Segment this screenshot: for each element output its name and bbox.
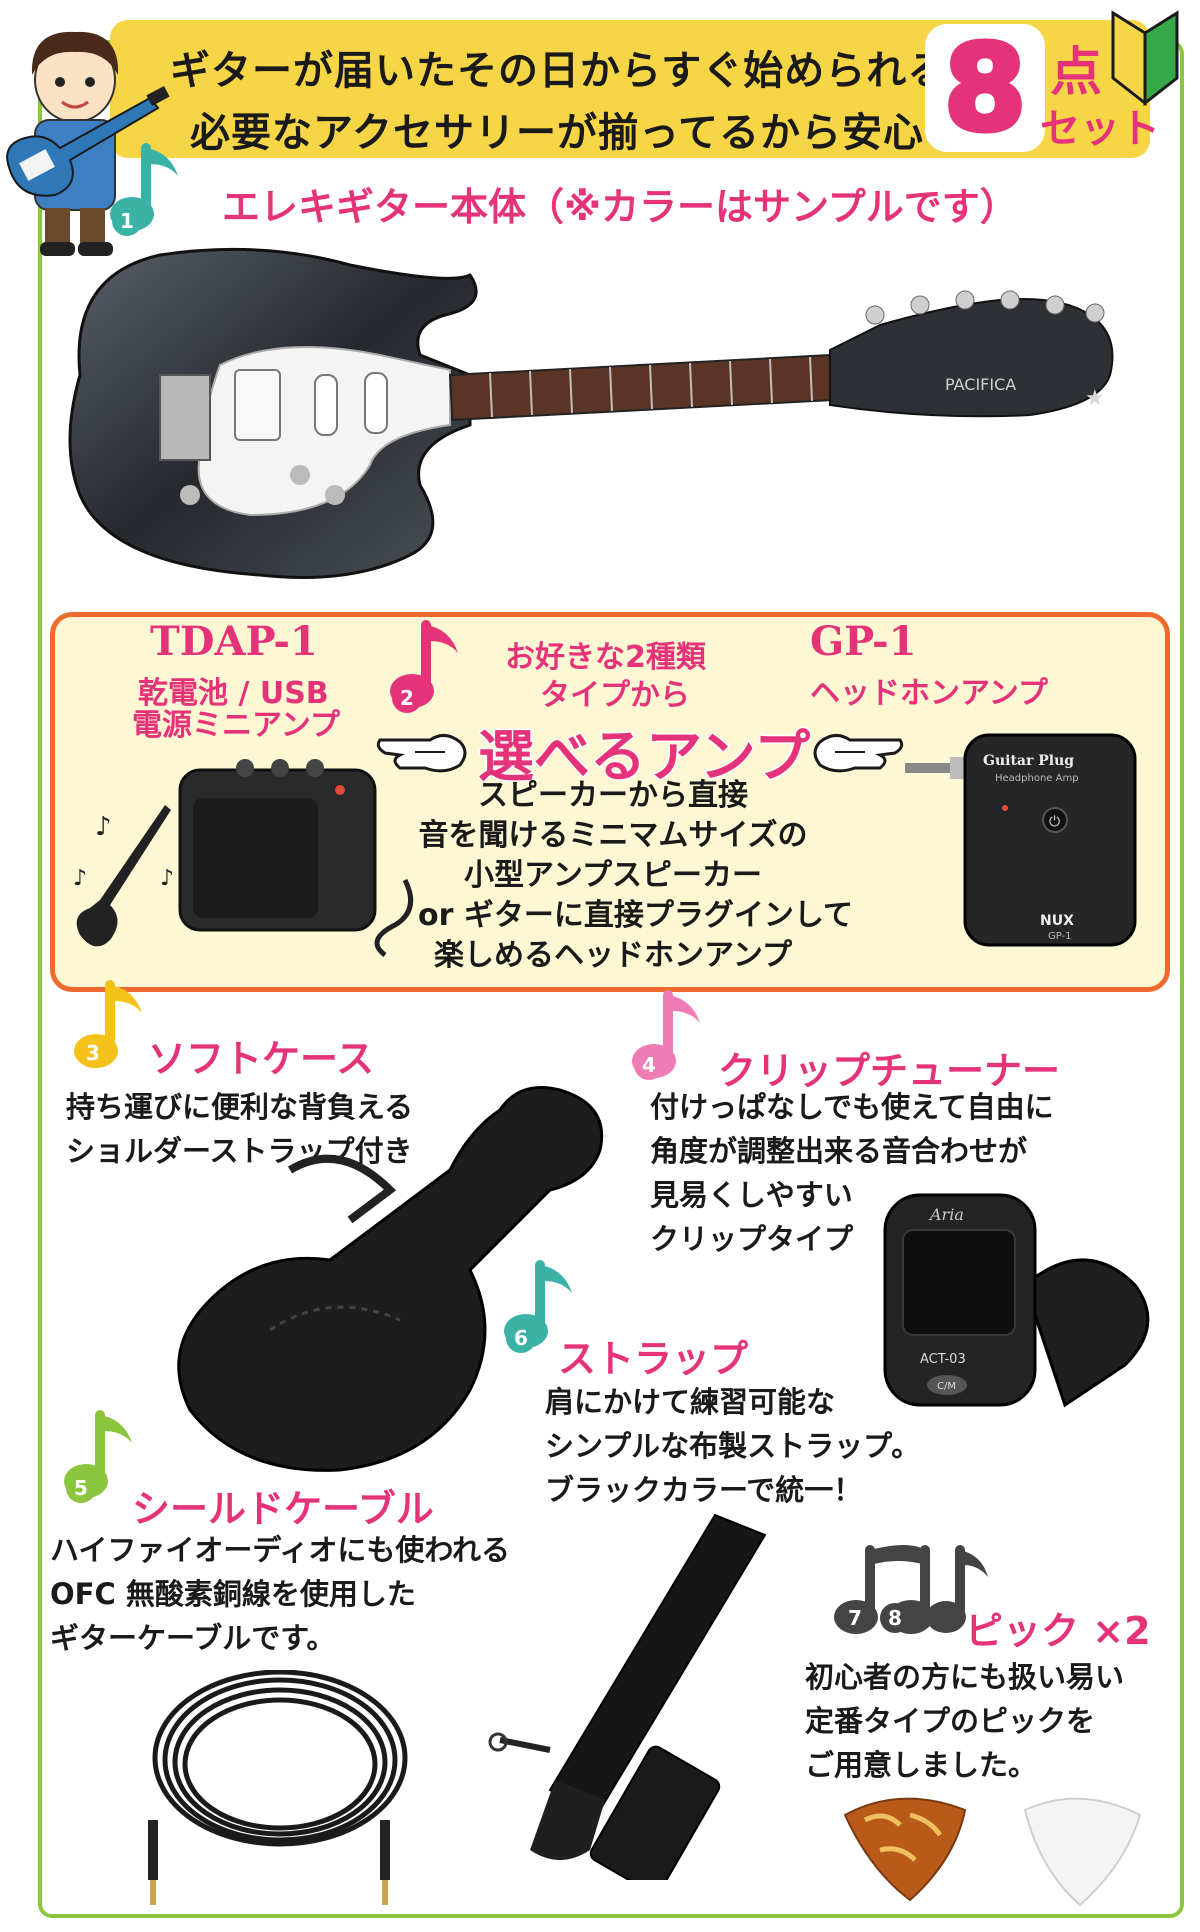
- svg-text:♪: ♪: [160, 866, 174, 891]
- amp-desc-2: 音を聞けるミニマムサイズの: [418, 818, 808, 853]
- device-maker: NUX: [1040, 913, 1074, 929]
- strap-desc-3: ブラックカラーで統一！: [545, 1473, 863, 1507]
- clip-tuner-image: Aria ACT-03 C/M: [883, 1193, 1150, 1408]
- svg-text:♪: ♪: [95, 812, 112, 842]
- pick-desc-2: 定番タイプのピックを: [805, 1704, 1096, 1738]
- right-amp-model: GP-1: [810, 618, 917, 665]
- strap-title: ストラップ: [558, 1337, 749, 1381]
- cable-desc-1: ハイファイオーディオにも使われる: [50, 1533, 510, 1567]
- tuner-brand: Aria: [928, 1205, 964, 1224]
- guitar-body-label: PACIFICA: [945, 375, 1016, 394]
- tuner-desc-4: クリップタイプ: [650, 1222, 854, 1256]
- item-number-badge: 1: [112, 206, 142, 236]
- svg-text:★: ★: [1085, 386, 1105, 411]
- set-unit-label: 点: [1050, 43, 1103, 103]
- cable-title: シールドケーブル: [132, 1487, 434, 1531]
- amp-desc-3: 小型アンプスピーカー: [464, 858, 762, 893]
- amp-desc-5: 楽しめるヘッドホンアンプ: [434, 938, 792, 973]
- banner-line-1: ギターが届いたその日からすぐ始められる: [170, 48, 949, 94]
- softcase-desc-1: 持ち運びに便利な背負える: [66, 1090, 414, 1124]
- softcase-title: ソフトケース: [148, 1037, 375, 1081]
- tuner-desc-1: 付けっぱなしでも使えて自由に: [650, 1090, 1054, 1124]
- set-count: 8: [925, 21, 1045, 155]
- svg-text:⏻: ⏻: [1049, 814, 1060, 830]
- amp-intro-1: お好きな2種類: [505, 640, 706, 675]
- soft-case-image: [177, 1086, 604, 1472]
- pick-desc-1: 初心者の方にも扱い易い: [805, 1660, 1125, 1694]
- item-number-badge: 8: [880, 1603, 910, 1633]
- tuner-title: クリップチューナー: [718, 1049, 1061, 1093]
- device-brand: Guitar Plug: [983, 753, 1074, 769]
- device-model: GP-1: [1048, 931, 1072, 942]
- item-number-badge: 5: [66, 1473, 96, 1503]
- beginner-mark-icon: [1111, 10, 1179, 107]
- amp-desc-4: or ギターに直接プラグインして: [418, 898, 853, 933]
- banner-line-2: 必要なアクセサリーが揃ってるから安心の: [190, 110, 965, 156]
- boy-with-guitar-illustration: [6, 31, 170, 256]
- item-number-badge: 3: [78, 1038, 108, 1068]
- tuner-button-label: C/M: [937, 1381, 956, 1392]
- headphone-amp-image: Guitar Plug Headphone Amp ⏻ NUX GP-1: [905, 733, 1137, 947]
- strap-desc-1: 肩にかけて練習可能な: [545, 1385, 836, 1419]
- item-number-badge: 7: [840, 1603, 870, 1633]
- picks-image: [843, 1797, 1142, 1907]
- pointing-hand-icon: [813, 734, 904, 773]
- guitar-title: エレキギター本体（※カラーはサンプルです）: [222, 185, 1018, 229]
- cable-desc-2: OFC 無酸素銅線を使用した: [50, 1577, 416, 1611]
- cable-desc-3: ギターケーブルです。: [50, 1621, 336, 1655]
- pick-title: ピック ×2: [965, 1609, 1151, 1653]
- amp-intro-2: タイプから: [540, 678, 690, 713]
- amp-headline: 選べるアンプ: [476, 724, 811, 792]
- left-amp-desc-2: 電源ミニアンプ: [132, 708, 340, 743]
- strap-image: [488, 1513, 767, 1880]
- item-number-badge: 2: [392, 683, 422, 713]
- left-amp-model: TDAP-1: [150, 618, 318, 665]
- amp-desc-1: スピーカーから直接: [478, 778, 748, 813]
- electric-guitar-image: ★ PACIFICA: [68, 247, 1114, 579]
- left-amp-desc-1: 乾電池 / USB: [138, 676, 329, 711]
- strap-desc-2: シンプルな布製ストラップ。: [545, 1429, 921, 1463]
- item-number-badge: 4: [634, 1050, 664, 1080]
- tuner-desc-2: 角度が調整出来る音合わせが: [650, 1134, 1028, 1168]
- device-sub: Headphone Amp: [995, 773, 1079, 784]
- pointing-hand-icon: [376, 734, 467, 773]
- svg-text:♪: ♪: [73, 866, 87, 891]
- tuner-model: ACT-03: [920, 1352, 966, 1367]
- pick-desc-3: ご用意しました。: [805, 1748, 1038, 1782]
- right-amp-desc: ヘッドホンアンプ: [810, 676, 1048, 711]
- guitar-cable-image: [148, 1670, 408, 1905]
- item-number-badge: 6: [506, 1323, 536, 1353]
- set-label: セット: [1040, 106, 1160, 152]
- tuner-desc-3: 見易くしやすい: [650, 1178, 853, 1212]
- mini-amp-image: ♪ ♪ ♪: [73, 759, 414, 957]
